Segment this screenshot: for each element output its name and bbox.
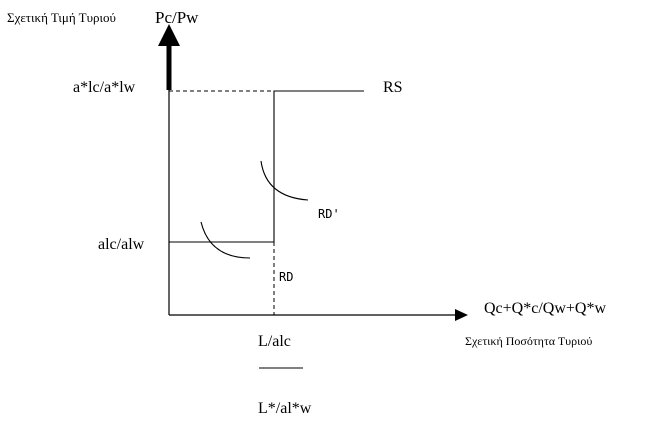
rd-curve: [200, 221, 251, 259]
x-tick-numerator: L/alc: [258, 333, 291, 350]
rd-prime-curve: [260, 160, 309, 201]
y-axis-arrow-shaft: [166, 44, 172, 90]
y-tick-lower: alc/alw: [98, 236, 145, 253]
y-axis-label: Σχετική Τιμή Τυριού: [7, 10, 116, 25]
y-tick-upper: a*lc/a*lw: [73, 79, 136, 96]
x-axis-arrowhead: [455, 309, 468, 321]
x-tick-denominator: L*/al*w: [258, 400, 312, 417]
rd-prime-label: RD': [318, 207, 340, 221]
y-axis-arrowhead: [158, 24, 180, 46]
y-axis-variable: Pc/Pw: [155, 8, 199, 27]
rs-curve: [169, 90, 364, 243]
x-axis-label: Σχετική Ποσότητα Τυριού: [465, 334, 592, 348]
rd-label: RD: [279, 270, 293, 284]
x-axis-variable: Qc+Q*c/Qw+Q*w: [484, 300, 606, 317]
rs-label: RS: [383, 79, 403, 96]
